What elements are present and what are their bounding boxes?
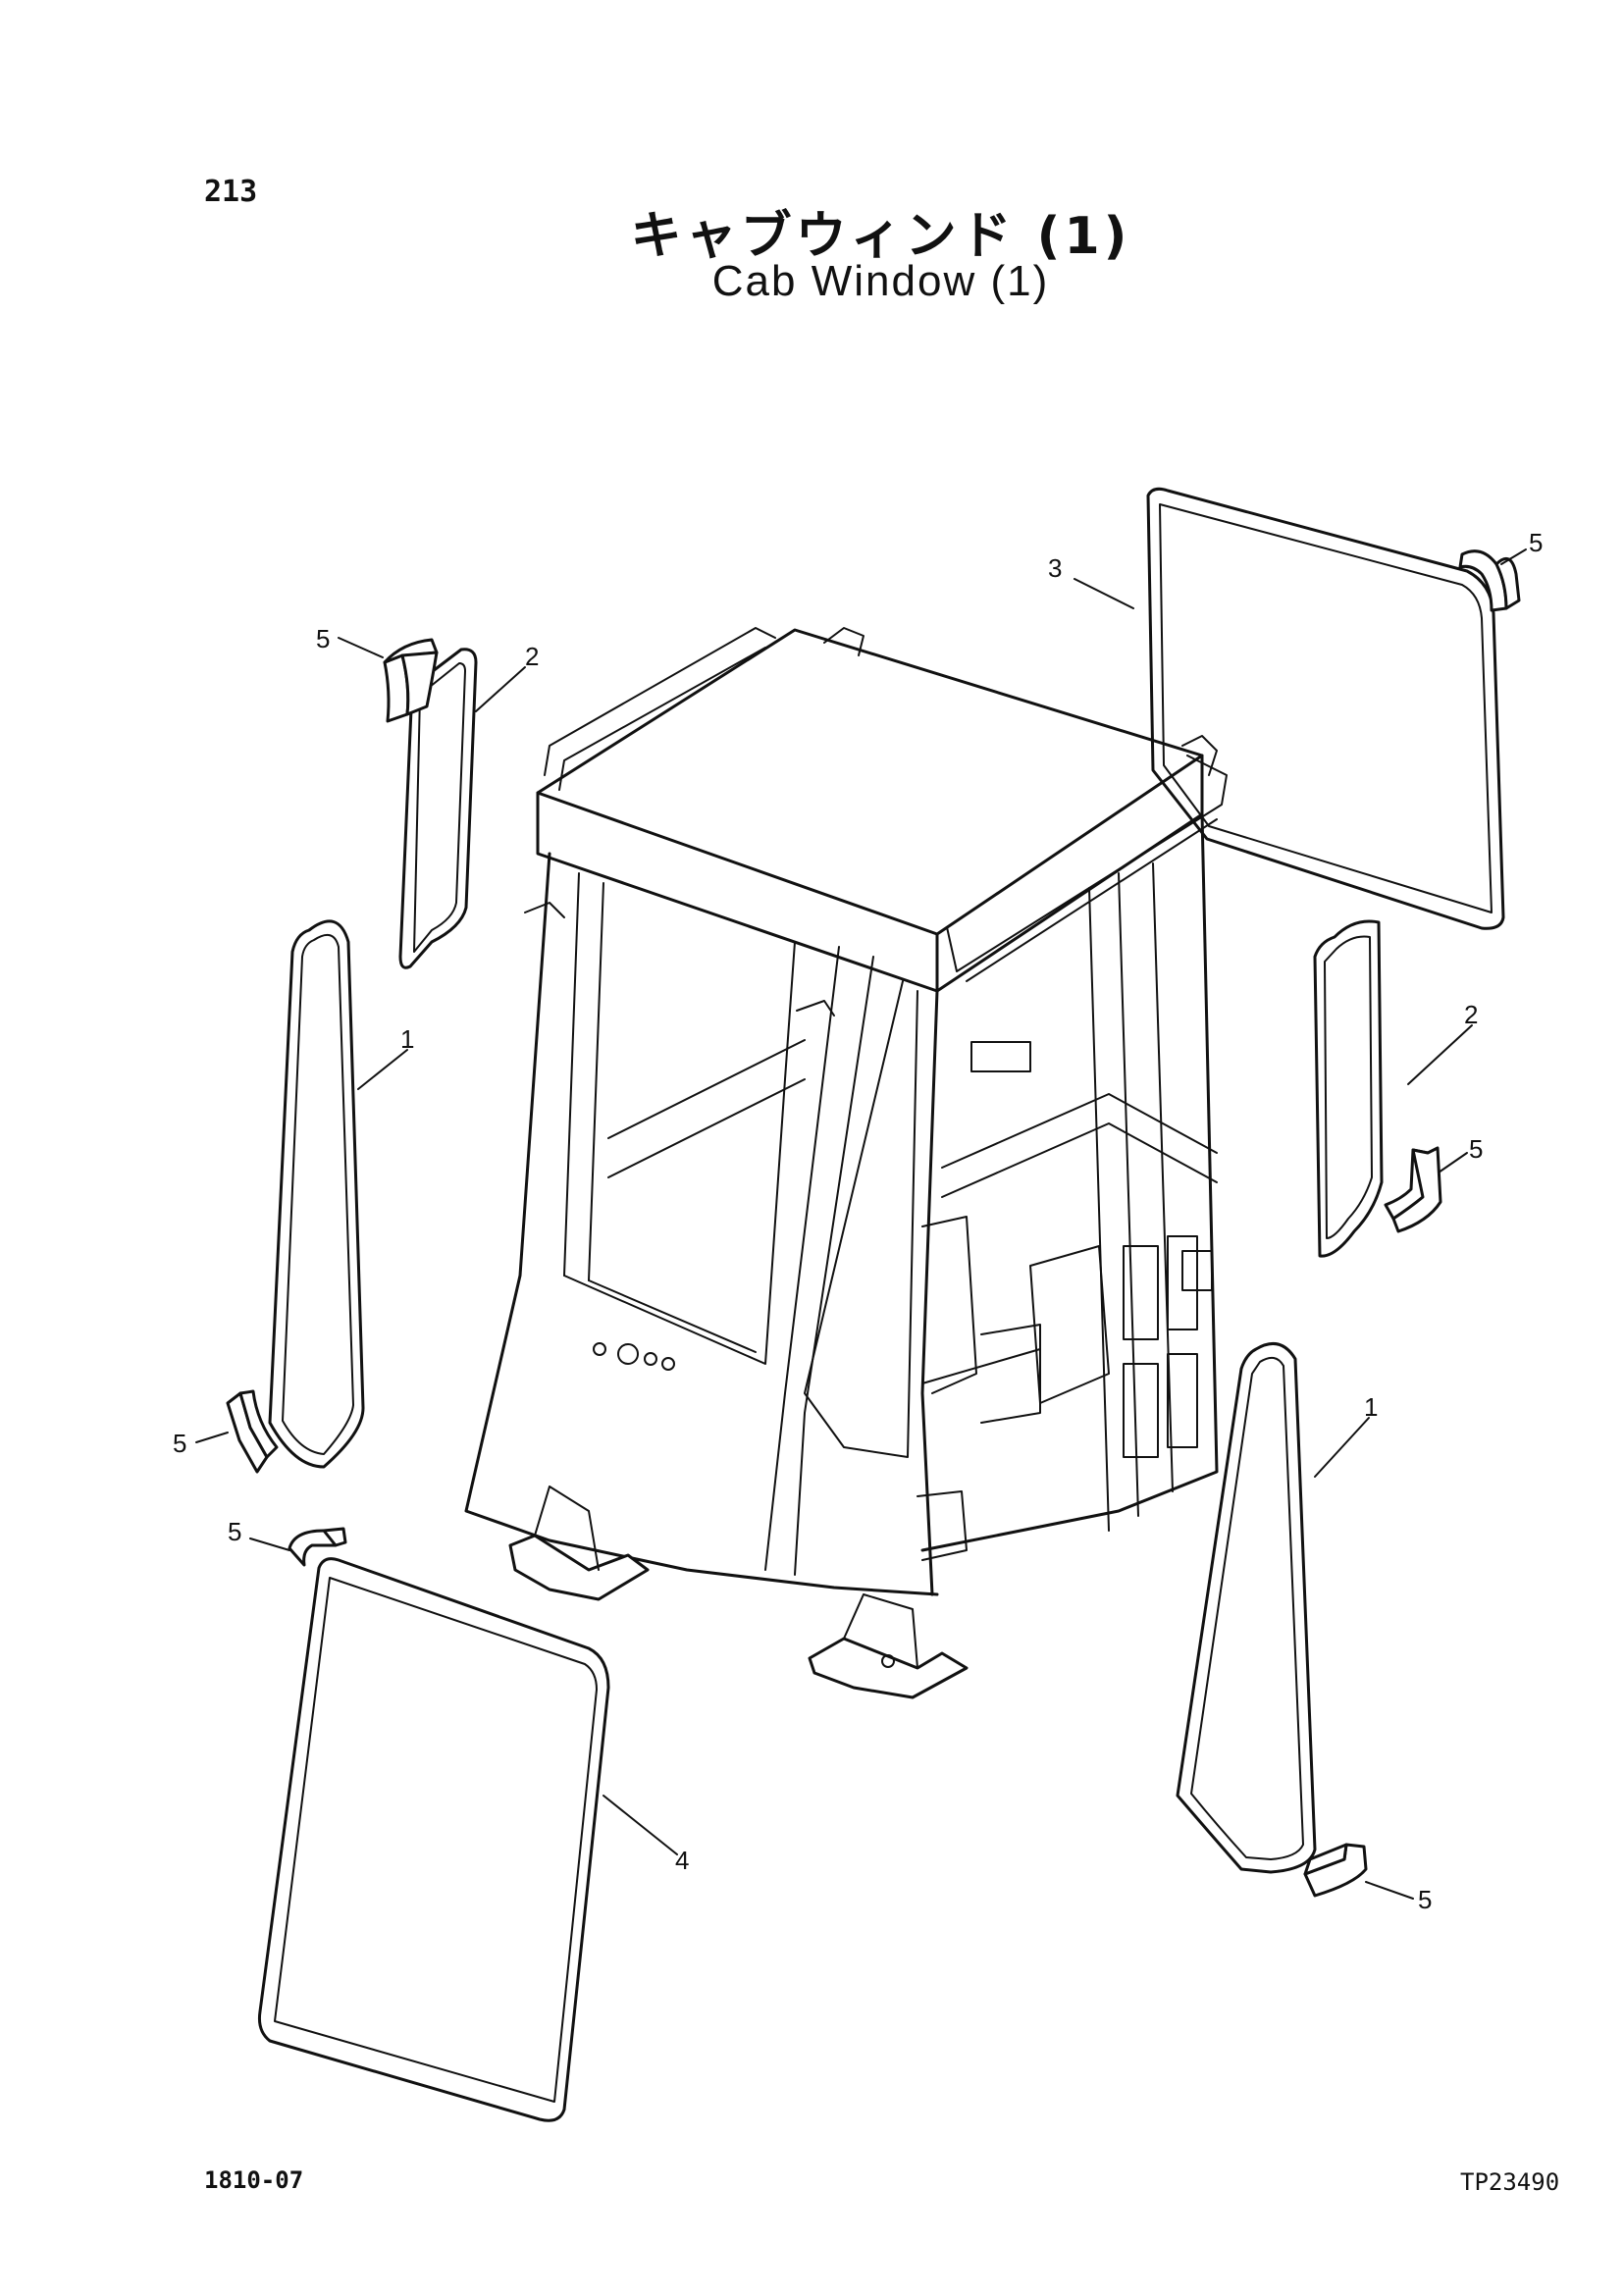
part-3-rear-glass bbox=[1146, 487, 1505, 930]
part-5-seal-top-right bbox=[1458, 549, 1521, 612]
callout-5-left-low: 5 bbox=[173, 1429, 186, 1458]
part-5-seal-mid-right bbox=[1384, 1146, 1442, 1233]
callout-1-right: 1 bbox=[1364, 1392, 1378, 1422]
callout-1-left: 1 bbox=[400, 1024, 414, 1054]
part-1-right-glass bbox=[1176, 1341, 1317, 1874]
callout-4: 4 bbox=[675, 1846, 689, 1875]
part-2-left-glass bbox=[398, 648, 478, 969]
part-1-left-glass bbox=[268, 919, 365, 1469]
part-5-seal-left-bottom bbox=[288, 1527, 347, 1567]
title-japanese: キャブウィンド (1) bbox=[630, 207, 1131, 266]
callout-2-right: 2 bbox=[1464, 1000, 1478, 1029]
part-5-seal-left-low bbox=[226, 1389, 279, 1474]
part-5-seal-top-left bbox=[383, 638, 439, 723]
callout-3: 3 bbox=[1048, 553, 1062, 583]
callout-5-top-right: 5 bbox=[1529, 528, 1543, 557]
callout-5-mid-right: 5 bbox=[1469, 1134, 1483, 1164]
document-code: 1810-07 bbox=[204, 2166, 304, 2194]
drawing-reference-code: TP23490 bbox=[1460, 2168, 1560, 2196]
callout-5-top-left: 5 bbox=[316, 624, 330, 653]
leader-lines bbox=[195, 548, 1527, 1900]
callout-5-left-bottom: 5 bbox=[228, 1517, 241, 1546]
part-4-front-glass bbox=[258, 1557, 610, 2122]
cab-frame bbox=[464, 627, 1228, 1699]
title-english: Cab Window (1) bbox=[711, 257, 1050, 305]
part-5-seal-bottom-right bbox=[1303, 1843, 1368, 1898]
callout-5-bottom-right: 5 bbox=[1418, 1885, 1432, 1914]
part-2-right-glass bbox=[1313, 919, 1384, 1258]
page-number: 213 bbox=[204, 175, 258, 209]
callout-2-left: 2 bbox=[525, 642, 539, 671]
